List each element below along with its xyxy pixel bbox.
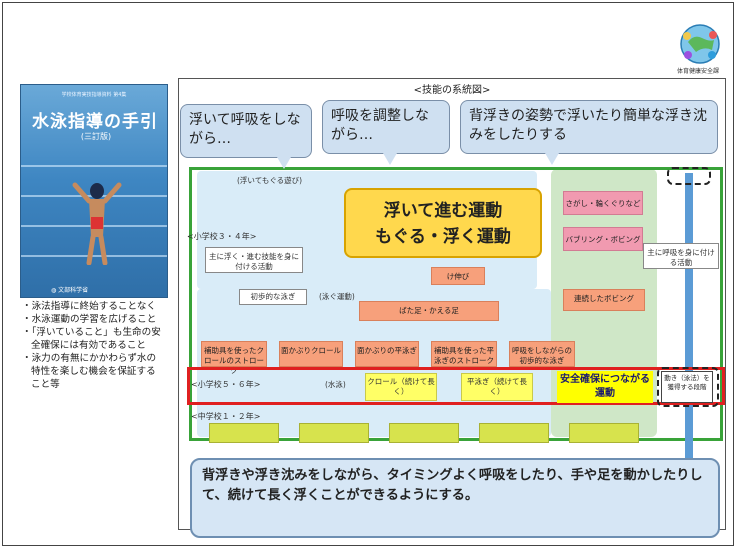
box-bubbling: バブリング・ボビング	[563, 227, 643, 251]
jr-box	[209, 423, 279, 443]
ministry-icon: ◍	[51, 287, 59, 294]
box-breast-long: 平泳ぎ（続けて長く）	[461, 373, 533, 401]
box-crawl-long: クロール（続けて長く）	[365, 373, 437, 401]
bottom-callout: 背浮きや浮き沈みをしながら、タイミングよく呼吸をしたり、手や足を動かしたりして、…	[190, 458, 720, 538]
center-callout-line1: 浮いて進む運動	[383, 201, 503, 221]
note-item: ・「浮いていること」も生命の安全確保には有効であること	[22, 327, 161, 351]
note-item: ・泳力の有無にかかわらず水の特性を楽しむ機会を保証すること等	[22, 353, 157, 390]
suiei-label: (水泳)	[325, 380, 346, 389]
box-kick-board-breast: 補助具を使った平泳ぎのストローク	[431, 341, 497, 367]
book-cover: 学校体育実技指導資料 第4集 水泳指導の手引 (三訂版) ◍ 文部科学省	[20, 84, 168, 298]
speech-bubble-1: 浮いて呼吸をしながら…	[180, 104, 312, 169]
cover-title: 水泳指導の手引	[32, 112, 158, 132]
box-kakenobi: け伸び	[431, 267, 485, 285]
note-item: ・泳法指導に終始することなく	[22, 301, 157, 312]
box-continuous-bobbing: 連続したボビング	[563, 289, 645, 311]
center-callout: 浮いて進む運動 もぐる・浮く運動	[344, 188, 542, 258]
note-item: ・水泳運動の学習を広げること	[22, 314, 157, 325]
dashed-marker	[657, 367, 719, 407]
logo-caption: 体育健康安全課	[676, 68, 719, 75]
globe-kids-icon	[680, 24, 720, 64]
swimmer-image	[72, 182, 122, 265]
grade-34-label: <小学校３・４年>	[187, 232, 257, 241]
jr-box	[569, 423, 639, 443]
stage-side-note: 動き（泳法）を獲得する段階	[661, 371, 713, 403]
bubble-tail	[277, 157, 291, 169]
asobi-label: (浮いてもぐる遊び)	[237, 176, 303, 185]
bubble-1-text: 浮いて呼吸をしながら…	[189, 112, 301, 147]
swim-section-label: (泳ぐ運動)	[319, 292, 355, 301]
pool-lane-line	[21, 255, 167, 257]
progress-arrow	[685, 173, 693, 513]
breath-skill-callout: 主に呼吸を身に付ける活動	[643, 243, 719, 269]
box-face-crawl: 面かぶりクロール	[279, 341, 343, 367]
box-batafoot: ばた足・かえる足	[359, 301, 499, 321]
speech-bubble-2: 呼吸を調整しながら…	[322, 100, 450, 165]
bubble-tail	[545, 153, 559, 165]
grade-12-label: <中学校１・２年>	[191, 412, 261, 421]
safety-badge: 安全確保につながる運動	[557, 371, 653, 403]
bubble-3-text: 背浮きの姿勢で浮いたり簡単な浮き沈みをしたりする	[469, 108, 707, 143]
center-callout-line2: もぐる・浮く運動	[375, 227, 511, 247]
box-breath-swim: 呼吸をしながらの初歩的な泳ぎ	[509, 341, 575, 367]
bubble-tail	[383, 153, 397, 165]
jr-box	[389, 423, 459, 443]
basic-swim-callout: 初歩的な泳ぎ	[239, 289, 307, 305]
speech-bubble-3: 背浮きの姿勢で浮いたり簡単な浮き沈みをしたりする	[460, 100, 718, 165]
cover-publisher: ◍ 文部科学省	[51, 287, 89, 294]
float-skill-callout: 主に浮く・進む技能を身に付ける活動	[205, 247, 303, 273]
bubble-2-text: 呼吸を調整しながら…	[331, 108, 429, 143]
notes-list: ・泳法指導に終始することなく ・水泳運動の学習を広げること ・「浮いていること」…	[22, 300, 162, 391]
cover-edition: (三訂版)	[80, 132, 112, 141]
pool-lane-line	[21, 165, 167, 167]
diagram-title: <技能の系統図>	[413, 85, 491, 96]
grade-56-label: <小学校５・６年>	[191, 380, 261, 389]
box-sagashi: さがし・輪くぐりなど	[563, 191, 643, 215]
jr-box	[299, 423, 369, 443]
jr-box	[479, 423, 549, 443]
box-kick-board-crawl: 補助具を使ったクロールのストローク	[201, 341, 267, 375]
grade56-highlight	[187, 367, 725, 405]
dashed-marker	[667, 167, 711, 185]
box-face-breast: 面かぶりの平泳ぎ	[355, 341, 419, 367]
cover-top-note: 学校体育実技指導資料 第4集	[61, 92, 127, 98]
